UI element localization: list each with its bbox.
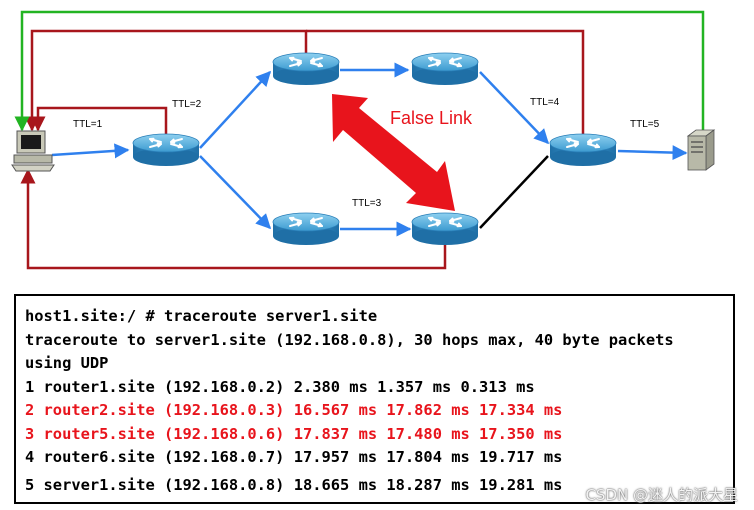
hop-line-2: 2 router2.site (192.168.0.3) 16.567 ms 1… — [25, 401, 563, 419]
network-diagram: TTL=1 TTL=2 TTL=3 TTL=4 TTL=5 False Link — [11, 10, 716, 270]
ttl-label-5: TTL=5 — [630, 119, 660, 130]
return-path-router5 — [20, 168, 447, 270]
return-path-router6 — [306, 29, 585, 138]
terminal-header: traceroute to server1.site (192.168.0.8)… — [25, 330, 683, 373]
host-computer-icon — [11, 130, 55, 172]
link-router6-server — [617, 145, 688, 161]
ttl-label-3: TTL=3 — [352, 198, 382, 209]
link-router3-router6 — [479, 71, 550, 145]
server-icon — [686, 129, 716, 171]
return-path-server — [14, 10, 705, 135]
hop-line-3: 3 router5.site (192.168.0.6) 17.837 ms 1… — [25, 424, 563, 443]
watermark: CSDN @迷人的派大星 — [585, 486, 738, 504]
false-link-arrow — [332, 94, 455, 211]
router4-icon — [272, 212, 340, 246]
router6-icon — [549, 133, 617, 167]
ttl-label-1: TTL=1 — [73, 119, 103, 130]
router2-icon — [272, 52, 340, 86]
router5-icon — [411, 212, 479, 246]
ttl-label-2: TTL=2 — [172, 99, 202, 110]
router3-icon — [411, 52, 479, 86]
false-link-label: False Link — [390, 108, 473, 128]
return-paths — [14, 10, 705, 270]
terminal-command: host1.site:/ # traceroute server1.site — [25, 307, 378, 325]
ttl-label-4: TTL=4 — [530, 97, 560, 108]
probe-links — [51, 62, 688, 237]
hop-line-5: 5 server1.site (192.168.0.8) 18.665 ms 1… — [25, 475, 563, 494]
router1-icon — [132, 133, 200, 167]
link-router1-router4 — [199, 155, 272, 230]
link-router5-router6 — [479, 155, 549, 229]
hop-line-1: 1 router1.site (192.168.0.2) 2.380 ms 1.… — [25, 377, 535, 396]
return-path-router2 — [24, 29, 308, 132]
link-host-router1 — [51, 143, 130, 159]
hop-line-4: 4 router6.site (192.168.0.7) 17.957 ms 1… — [25, 448, 563, 466]
link-router1-router2 — [199, 70, 272, 149]
traceroute-output: host1.site:/ # traceroute server1.site t… — [14, 294, 735, 504]
